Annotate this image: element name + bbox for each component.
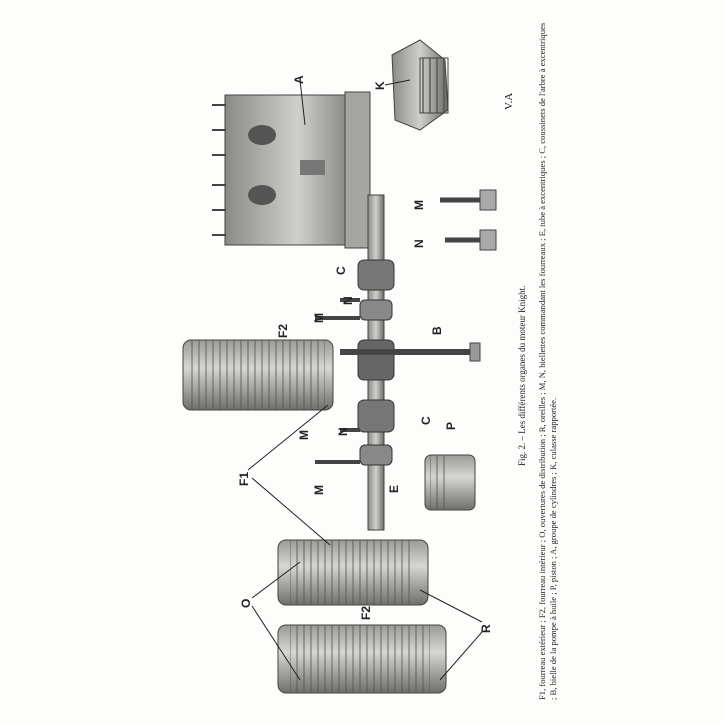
label-M: M bbox=[297, 430, 311, 440]
label-M: M bbox=[312, 313, 326, 323]
caption-line-2: ; B, bielle de la pompe à huile ; P, pis… bbox=[548, 397, 558, 700]
connecting-rods bbox=[315, 189, 497, 464]
label-N: N bbox=[336, 427, 350, 436]
label-N: N bbox=[412, 239, 426, 248]
label-A: A bbox=[292, 75, 306, 84]
caption-line-1: F1, fourreau extérieur ; F2, fourreau in… bbox=[537, 22, 547, 700]
label-P: P bbox=[444, 422, 458, 430]
corner-mark: V.A bbox=[503, 92, 515, 110]
label-M: M bbox=[312, 485, 326, 495]
label-K: K bbox=[373, 81, 387, 90]
piston bbox=[424, 454, 476, 511]
label-C: C bbox=[334, 266, 348, 275]
inner-sleeves bbox=[277, 539, 447, 694]
label-O: O bbox=[239, 599, 253, 608]
label-B: B bbox=[430, 326, 444, 335]
cylinder-head bbox=[391, 39, 449, 131]
outer-sleeve bbox=[182, 339, 334, 411]
label-F2: F2 bbox=[359, 606, 373, 620]
label-F2: F2 bbox=[276, 324, 290, 338]
label-E: E bbox=[387, 485, 401, 493]
label-M: M bbox=[412, 200, 426, 210]
label-F1: F1 bbox=[237, 472, 251, 486]
label-N: N bbox=[341, 296, 355, 305]
cylinder-block bbox=[212, 91, 371, 249]
label-C: C bbox=[419, 416, 433, 425]
figure-title: Fig. 2. – Les différents organes du mote… bbox=[517, 285, 527, 466]
label-R: R bbox=[479, 624, 493, 633]
